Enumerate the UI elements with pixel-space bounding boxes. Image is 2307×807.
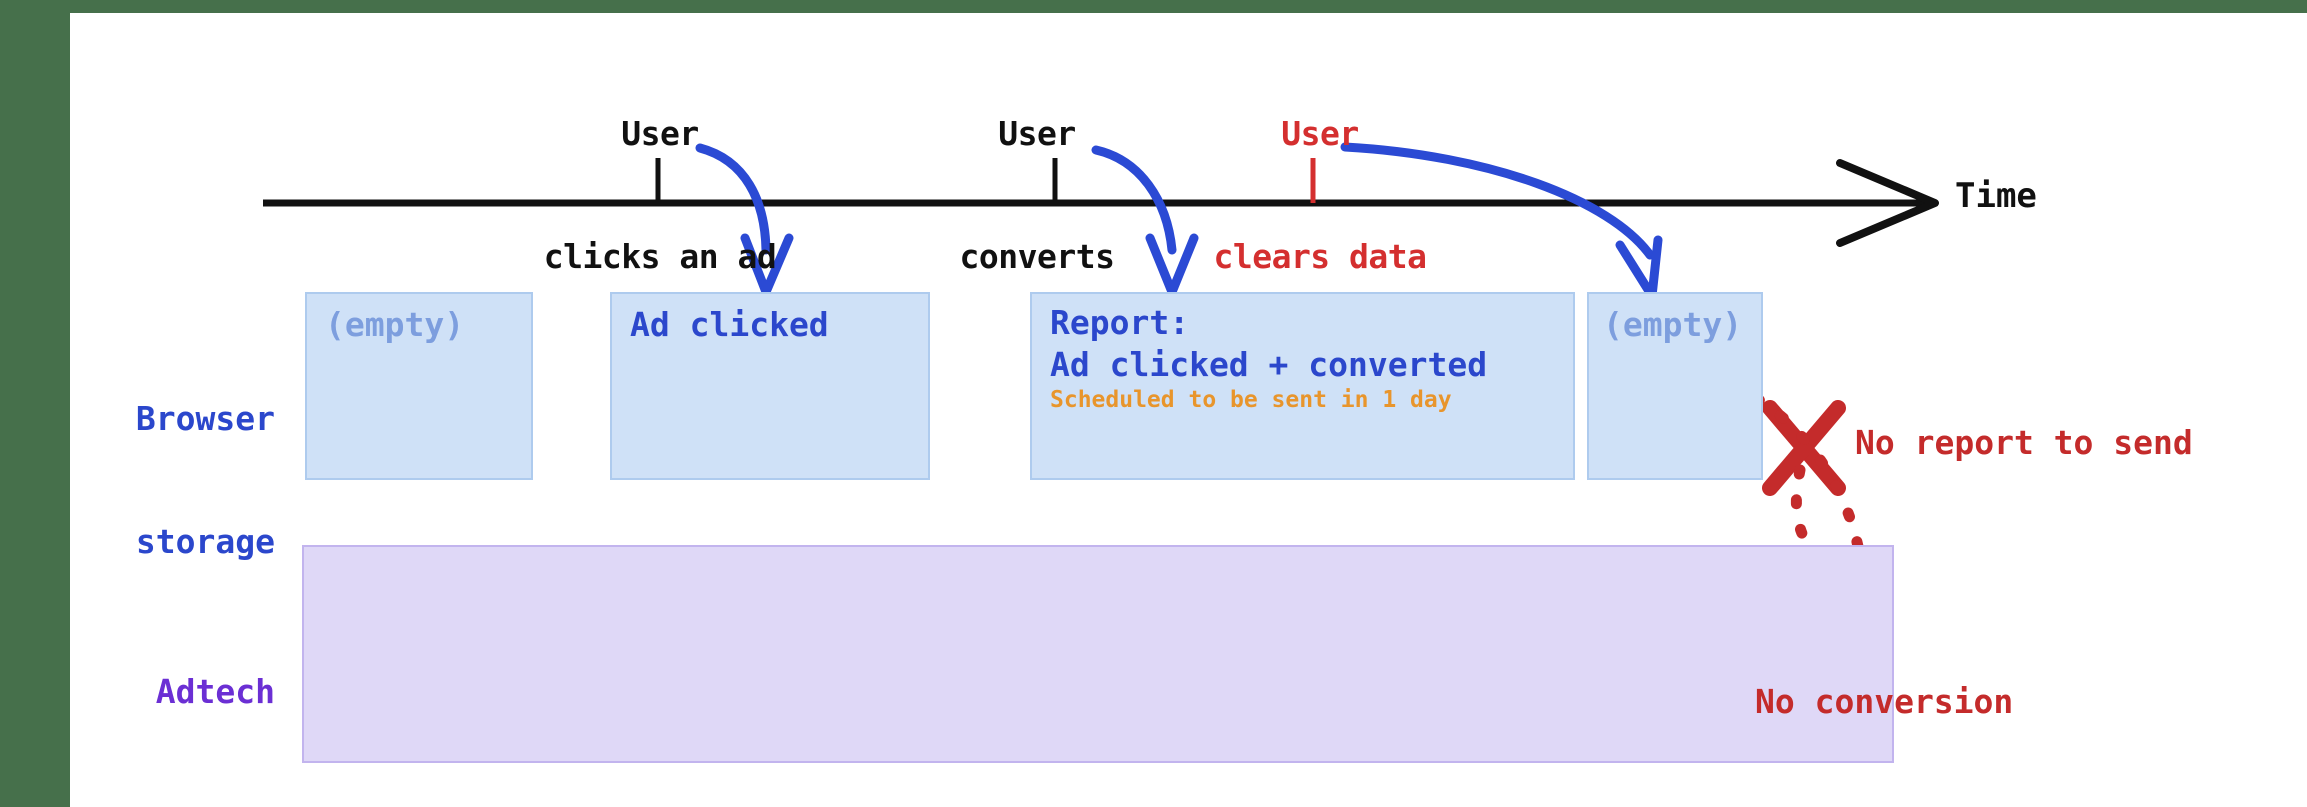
row-label-adtech-server: Adtech server: [60, 588, 275, 807]
row-label-line-1: Browser: [135, 398, 275, 438]
event-line-2: clicks an ad: [543, 237, 777, 277]
decorative-left-band: [0, 0, 70, 807]
row-label-line-2: storage: [135, 522, 275, 562]
decorative-top-band: [0, 0, 2307, 13]
storage-box-text: (empty): [1603, 305, 1743, 344]
annotation-no-conversion-reported: No conversion reported to adtech: [1755, 595, 2113, 807]
event-line-2: converts: [959, 237, 1115, 277]
storage-box-report-body: Ad clicked + converted: [1050, 345, 1488, 384]
annotation-line-1: No conversion: [1755, 681, 2014, 721]
storage-box-text: Ad clicked: [630, 305, 829, 344]
storage-box-initial: (empty): [305, 292, 533, 480]
row-label-line-2: server: [60, 794, 275, 807]
storage-box-report: Report: Ad clicked + converted Scheduled…: [1030, 292, 1575, 480]
storage-box-after-clear: (empty): [1587, 292, 1763, 480]
row-label-line-1: Adtech: [155, 671, 275, 711]
event-line-2: clears data: [1213, 237, 1427, 277]
time-arrowhead: [1836, 159, 1939, 247]
no-send-x-mark: [1762, 400, 1846, 496]
event-label-convert: User converts: [912, 30, 1162, 360]
storage-box-report-title: Report:: [1050, 303, 1190, 342]
storage-box-ad-clicked: Ad clicked: [610, 292, 930, 480]
event-label-clear-data: User clears data: [1185, 30, 1455, 360]
event-label-ad-click: User clicks an ad: [500, 30, 820, 360]
annotation-no-report-to-send: No report to send: [1855, 423, 2193, 462]
event-line-1: User: [621, 113, 699, 153]
storage-box-report-note: Scheduled to be sent in 1 day: [1050, 387, 1452, 413]
row-label-browser-storage: Browser storage: [60, 315, 275, 645]
time-axis-label: Time: [1955, 176, 2037, 216]
storage-box-text: (empty): [325, 305, 465, 344]
adtech-server-box: [302, 545, 1894, 763]
event-line-1: User: [1281, 113, 1359, 153]
event-line-1: User: [998, 113, 1076, 153]
